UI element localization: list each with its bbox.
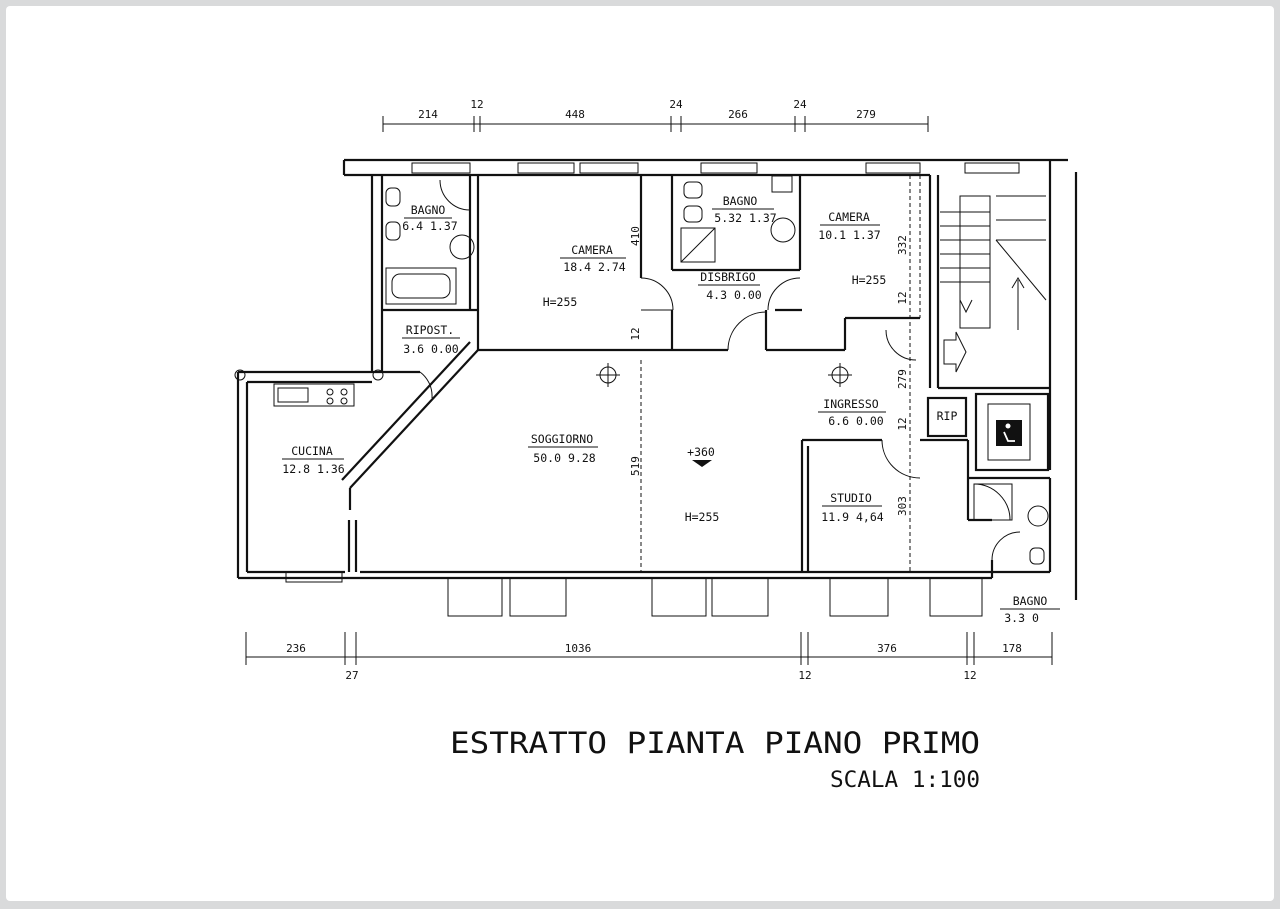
room-name-disbrigo: DISBRIGO [700, 270, 755, 284]
dim-bottom-1: 236 [286, 642, 306, 655]
room-area-camera-1: 18.4 [563, 260, 591, 274]
dim-bottom-4: 178 [1002, 642, 1022, 655]
level-marker-icon [692, 460, 712, 467]
room-area-studio: 11.9 [821, 510, 849, 524]
height-camera-2: H=255 [852, 273, 887, 287]
vdim-6: 279 [896, 369, 909, 389]
dim-top-4: 24 [669, 98, 683, 111]
vdim-3: 519 [629, 456, 642, 476]
staircase [940, 195, 1047, 373]
doors [419, 179, 1021, 561]
dim-top-5: 266 [728, 108, 748, 121]
room-labels: BAGNO 6.4 1.37 CAMERA 18.4 2.74 BAGNO 5.… [282, 194, 1060, 625]
room-area-soggiorno: 50.0 [533, 451, 561, 465]
room-name-studio: STUDIO [830, 491, 872, 505]
ceiling-lights [234, 363, 852, 387]
bathroom-fixtures [273, 175, 1049, 565]
room-name-ripost: RIPOST. [406, 323, 454, 337]
room-name-bagno-1: BAGNO [411, 203, 446, 217]
interior-walls [341, 175, 1052, 574]
room-extra-bagno-2: 1.37 [749, 211, 777, 225]
rip-label: RIP [937, 409, 958, 423]
room-area-bagno-2: 5.32 [714, 211, 742, 225]
plan-scale: SCALA 1:100 [830, 768, 980, 793]
plan-title: ESTRATTO PIANTA PIANO PRIMO [450, 726, 980, 760]
dim-bottom-3: 376 [877, 642, 897, 655]
room-area-cucina: 12.8 [282, 462, 310, 476]
room-extra-soggiorno: 9.28 [568, 451, 596, 465]
vdim-2: 12 [629, 327, 642, 340]
level-label: +360 [687, 445, 715, 459]
height-soggiorno: H=255 [685, 510, 720, 524]
bottom-windows [285, 571, 983, 617]
vdim-8: 303 [896, 496, 909, 516]
room-extra-studio: 4,64 [856, 510, 884, 524]
vdim-5: 12 [896, 291, 909, 304]
room-area-camera-2: 10.1 [818, 228, 846, 242]
room-name-cucina: CUCINA [291, 444, 333, 458]
room-name-soggiorno: SOGGIORNO [531, 432, 593, 446]
wheelchair-icon [996, 420, 1022, 446]
height-camera-1: H=255 [543, 295, 578, 309]
vertical-dimensions: 410 12 519 332 12 279 12 303 [629, 226, 909, 516]
room-extra-camera-1: 2.74 [598, 260, 626, 274]
dashed-lines [640, 175, 921, 572]
room-extra-ingresso: 0.00 [856, 414, 884, 428]
dim-bottom-2: 1036 [565, 642, 592, 655]
room-area-disbrigo: 4.3 [706, 288, 727, 302]
room-extra-camera-2: 1.37 [853, 228, 881, 242]
room-extra-bagno-3: 0 [1032, 611, 1039, 625]
room-area-bagno-1: 6.4 [402, 219, 423, 233]
bottom-dimension-line: 236 1036 376 178 27 12 12 [245, 632, 1053, 682]
room-name-camera-1: CAMERA [571, 243, 613, 257]
room-name-camera-2: CAMERA [828, 210, 870, 224]
dim-top-1: 214 [418, 108, 438, 121]
room-name-ingresso: INGRESSO [823, 397, 878, 411]
top-dimension-line: 214 12 448 24 266 24 279 [382, 98, 929, 132]
room-extra-ripost: 0.00 [431, 342, 459, 356]
vdim-7: 12 [896, 417, 909, 430]
vdim-1: 410 [629, 226, 642, 246]
room-extra-bagno-1: 1.37 [430, 219, 458, 233]
dim-top-6: 24 [793, 98, 807, 111]
room-name-bagno-3: BAGNO [1013, 594, 1048, 608]
dim-top-3: 448 [565, 108, 585, 121]
top-windows [411, 162, 1020, 174]
dim-bottom-5: 27 [345, 669, 358, 682]
room-area-ripost: 3.6 [403, 342, 424, 356]
dim-top-2: 12 [470, 98, 483, 111]
room-area-ingresso: 6.6 [828, 414, 849, 428]
vdim-4: 332 [896, 235, 909, 255]
floor-plan: 214 12 448 24 266 24 279 [234, 98, 1078, 793]
room-area-bagno-3: 3.3 [1004, 611, 1025, 625]
drawing-sheet: 214 12 448 24 266 24 279 [6, 6, 1274, 901]
exterior-walls [236, 158, 1078, 600]
ceiling-heights: H=255 H=255 H=255 +360 [543, 273, 887, 524]
dim-top-7: 279 [856, 108, 876, 121]
room-extra-cucina: 1.36 [317, 462, 345, 476]
room-extra-disbrigo: 0.00 [734, 288, 762, 302]
dim-bottom-7: 12 [963, 669, 976, 682]
room-name-bagno-2: BAGNO [723, 194, 758, 208]
dim-bottom-6: 12 [798, 669, 811, 682]
